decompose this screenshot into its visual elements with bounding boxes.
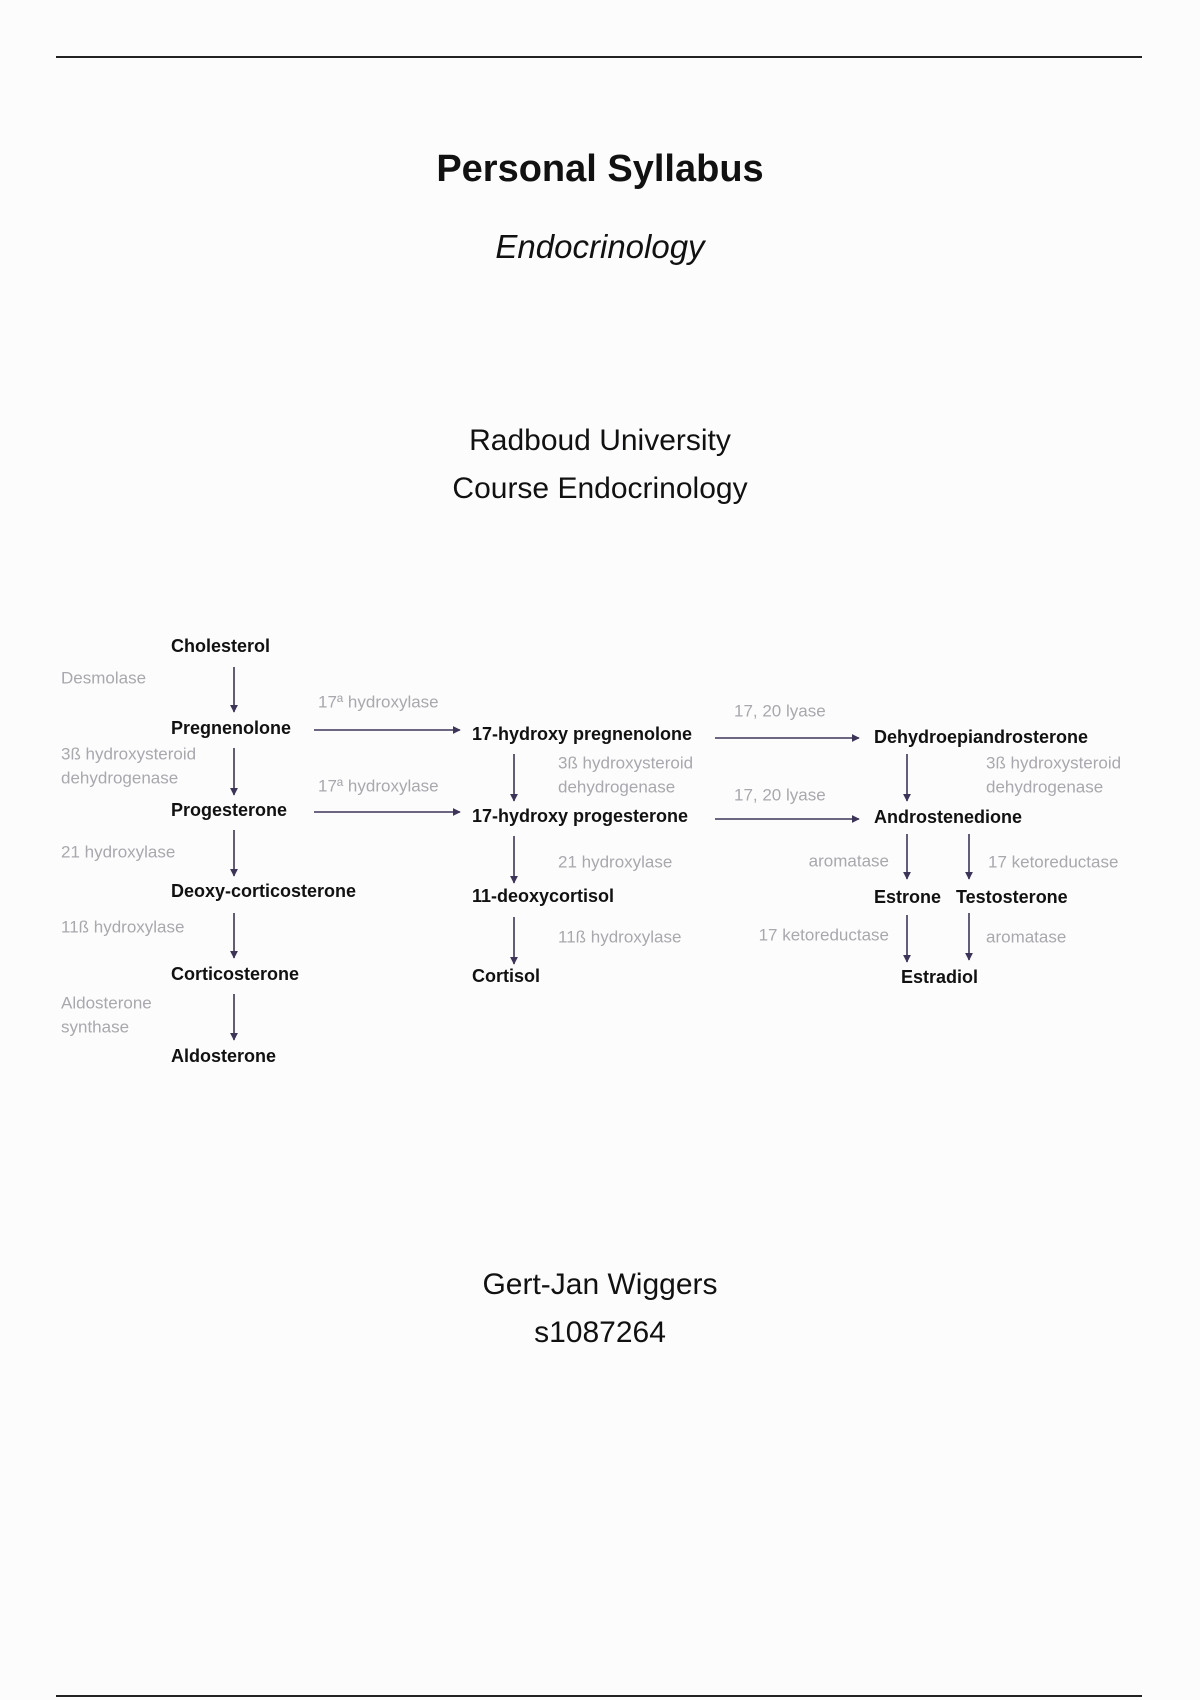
- author-name: Gert-Jan Wiggers: [482, 1268, 718, 1301]
- enzyme-21-hydroxylase: 21 hydroxylase: [558, 852, 672, 871]
- enzyme-17-20-lyase: 17, 20 lyase: [734, 701, 826, 720]
- compound-11-deoxycortisol: 11-deoxycortisol: [472, 886, 614, 906]
- enzyme-aldosterone-synthase: synthase: [61, 1017, 129, 1036]
- enzyme-17-20-lyase: 17, 20 lyase: [734, 785, 826, 804]
- bottom-rule: [56, 1695, 1142, 1697]
- compound-aldosterone: Aldosterone: [171, 1046, 276, 1066]
- compound-cortisol: Cortisol: [472, 966, 540, 986]
- compound-dhea: Dehydroepiandrosterone: [874, 727, 1088, 747]
- compound-17-hydroxy-progesterone: 17-hydroxy progesterone: [472, 806, 688, 826]
- enzyme-3b-hsd: dehydrogenase: [558, 777, 675, 796]
- compound-pregnenolone: Pregnenolone: [171, 718, 291, 738]
- enzyme-aldosterone-synthase: Aldosterone: [61, 993, 152, 1012]
- enzyme-aromatase: aromatase: [986, 927, 1066, 946]
- enzyme-desmolase: Desmolase: [61, 668, 146, 687]
- student-number: s1087264: [534, 1316, 666, 1349]
- compound-androstenedione: Androstenedione: [874, 807, 1022, 827]
- top-rule: [56, 56, 1142, 58]
- university: Radboud University: [469, 424, 731, 457]
- enzyme-3b-hsd: dehydrogenase: [61, 768, 178, 787]
- enzyme-3b-hsd: 3ß hydroxysteroid: [986, 753, 1121, 772]
- page-title: Personal Syllabus: [436, 148, 764, 190]
- enzyme-aromatase: aromatase: [809, 851, 889, 870]
- enzyme-11b-hydroxylase: 11ß hydroxylase: [558, 927, 681, 946]
- compound-corticosterone: Corticosterone: [171, 964, 299, 984]
- compound-testosterone: Testosterone: [956, 887, 1068, 907]
- compound-cholesterol: Cholesterol: [171, 636, 270, 656]
- compound-deoxycorticosterone: Deoxy-corticosterone: [171, 881, 356, 901]
- arrows: [230, 667, 973, 1041]
- enzyme-17a-hydroxylase: 17ª hydroxylase: [318, 692, 439, 711]
- enzyme-11b-hydroxylase: 11ß hydroxylase: [61, 917, 184, 936]
- enzyme-17a-hydroxylase: 17ª hydroxylase: [318, 776, 439, 795]
- compound-progesterone: Progesterone: [171, 800, 287, 820]
- enzyme-3b-hsd: 3ß hydroxysteroid: [558, 753, 693, 772]
- enzyme-3b-hsd: 3ß hydroxysteroid: [61, 744, 196, 763]
- enzyme-17-ketoreductase: 17 ketoreductase: [759, 925, 889, 944]
- course-name: Course Endocrinology: [452, 472, 748, 505]
- compound-estrone: Estrone: [874, 887, 941, 907]
- enzyme-17-ketoreductase: 17 ketoreductase: [988, 852, 1118, 871]
- compound-estradiol: Estradiol: [901, 967, 978, 987]
- enzyme-21-hydroxylase: 21 hydroxylase: [61, 842, 175, 861]
- compound-17-hydroxy-pregnenolone: 17-hydroxy pregnenolone: [472, 724, 692, 744]
- enzyme-3b-hsd: dehydrogenase: [986, 777, 1103, 796]
- page-subtitle: Endocrinology: [495, 228, 705, 265]
